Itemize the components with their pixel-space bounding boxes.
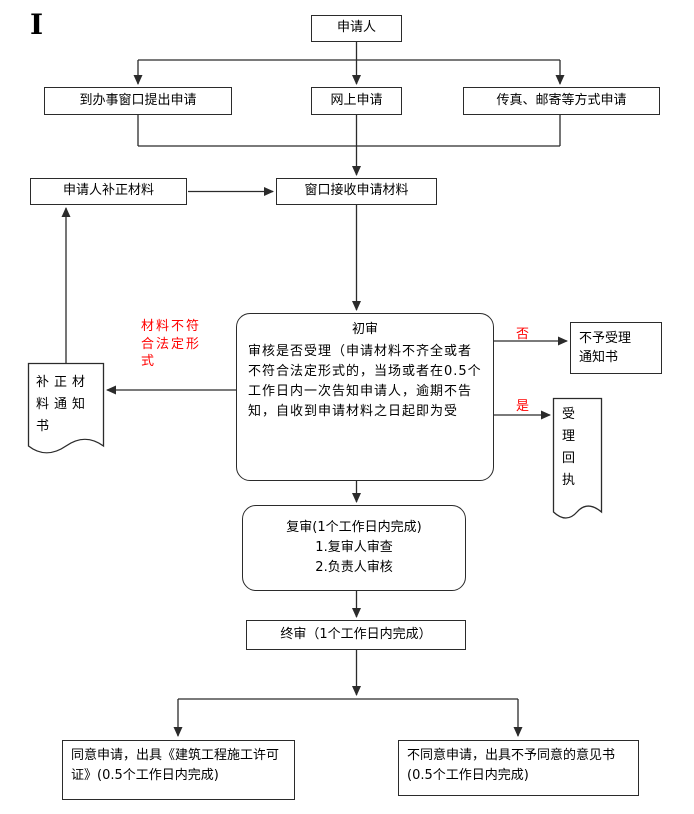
node-reject-outcome: 不同意申请，出具不予同意的意见书(0.5个工作日内完成) — [398, 740, 639, 796]
acceptance-receipt-document: 受理回执 — [562, 407, 576, 488]
node-window-receive: 窗口接收申请材料 — [276, 178, 437, 205]
node-approve-outcome: 同意申请，出具《建筑工程施工许可证》(0.5个工作日内完成) — [62, 740, 295, 800]
initial-review-body: 审核是否受理（申请材料不齐全或者不符合法定形式的，当场或者在0.5个工作日内一次… — [248, 343, 482, 420]
node-online-apply: 网上申请 — [311, 87, 402, 115]
node-second-review: 复审(1个工作日内完成) 1.复审人审查 2.负责人审核 — [242, 505, 466, 591]
node-window-apply: 到办事窗口提出申请 — [44, 87, 232, 115]
document-shape-acceptance-receipt — [552, 397, 603, 519]
node-applicant-supplement: 申请人补正材料 — [30, 178, 187, 205]
second-review-title: 复审(1个工作日内完成) — [286, 519, 422, 535]
node-applicant: 申请人 — [311, 15, 402, 42]
node-reject-notice: 不予受理通知书 — [570, 322, 662, 374]
yes-branch-label: 是 — [516, 399, 530, 414]
document-shape-supplement-notice — [27, 362, 105, 454]
node-final-review: 终审（1个工作日内完成） — [246, 620, 466, 650]
node-initial-review: 初审 审核是否受理（申请材料不齐全或者不符合法定形式的，当场或者在0.5个工作日… — [236, 313, 494, 481]
no-branch-label: 否 — [516, 327, 530, 342]
supplement-notice-document: 补正材料通知书 — [36, 375, 91, 434]
cursor-marker: I — [30, 8, 44, 41]
node-fax-mail-apply: 传真、邮寄等方式申请 — [463, 87, 660, 115]
nonconform-annotation: 材料不符合法定形式 — [141, 319, 202, 370]
reject-notice-label: 不予受理通知书 — [579, 330, 632, 366]
initial-review-title: 初审 — [351, 322, 378, 337]
second-review-step2: 2.负责人审核 — [315, 560, 393, 576]
second-review-step1: 1.复审人审查 — [315, 539, 393, 555]
